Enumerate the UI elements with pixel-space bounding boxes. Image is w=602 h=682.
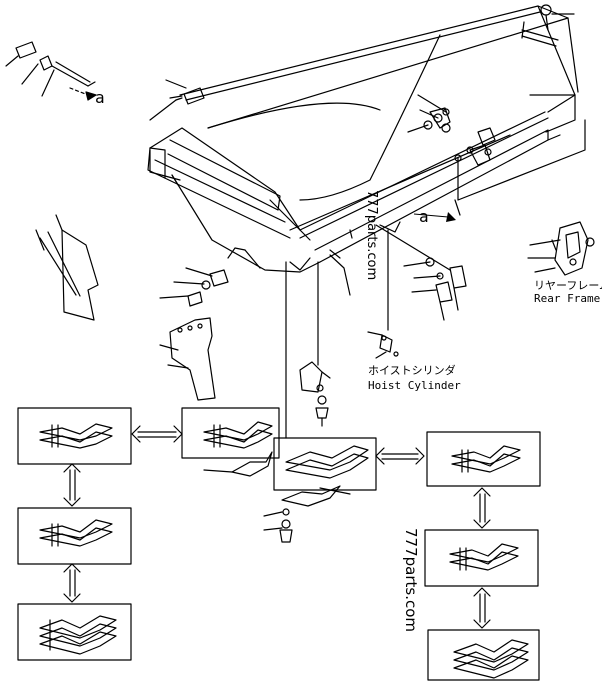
box-5 <box>426 431 541 487</box>
double-arrow-h-2 <box>375 447 425 465</box>
bolt-set-lower-mid <box>375 224 467 321</box>
guide-plate-4 <box>39 615 117 655</box>
left-flap <box>35 214 99 321</box>
callout-a-top: a <box>95 88 105 107</box>
arrow-a-top <box>85 91 97 101</box>
guide-plate-6 <box>449 543 519 571</box>
rear-frame-label-jp: リヤーフレーム <box>534 279 602 292</box>
guide-plate-center <box>285 445 369 479</box>
box-7 <box>427 629 540 681</box>
double-arrow-v-2 <box>63 563 81 603</box>
guide-plate-1 <box>39 423 113 449</box>
guide-plate-7 <box>453 639 529 679</box>
double-arrow-h-1 <box>131 425 183 443</box>
rear-frame-label-en: Rear Frame <box>534 292 600 305</box>
guide-plate-2 <box>203 421 273 449</box>
guide-plate-3 <box>39 519 113 547</box>
box-2 <box>181 407 280 459</box>
left-bracket-plate <box>159 247 246 401</box>
box-3 <box>17 507 132 565</box>
rear-frame-bracket <box>527 221 595 276</box>
double-arrow-v-4 <box>473 587 491 629</box>
callout-a-mid: a <box>419 207 429 226</box>
hoist-cylinder-parts <box>285 229 399 439</box>
leader-line <box>329 254 351 296</box>
box-center <box>273 437 377 491</box>
dump-body <box>147 5 579 273</box>
box-6 <box>424 529 539 587</box>
bolt-set-mid-top <box>149 79 205 121</box>
bolt-set-right <box>407 94 586 216</box>
watermark-center: 777parts.com <box>364 190 379 280</box>
box-4 <box>17 603 132 661</box>
watermark-right: 777parts.com <box>402 528 420 632</box>
box-1 <box>17 407 132 465</box>
bolt-set-left-mid <box>159 267 229 307</box>
loose-plate-mid <box>203 451 351 543</box>
bolt-set-top-left <box>5 41 96 97</box>
double-arrow-v-3 <box>473 487 491 529</box>
guide-plate-5 <box>451 445 521 473</box>
hoist-cylinder-label-en: Hoist Cylinder <box>368 379 461 392</box>
double-arrow-v-1 <box>63 463 81 507</box>
hoist-cylinder-label-jp: ホイストシリンダ <box>368 363 456 377</box>
arrow-a-mid <box>446 212 456 222</box>
pin-set-top-right <box>521 4 575 47</box>
